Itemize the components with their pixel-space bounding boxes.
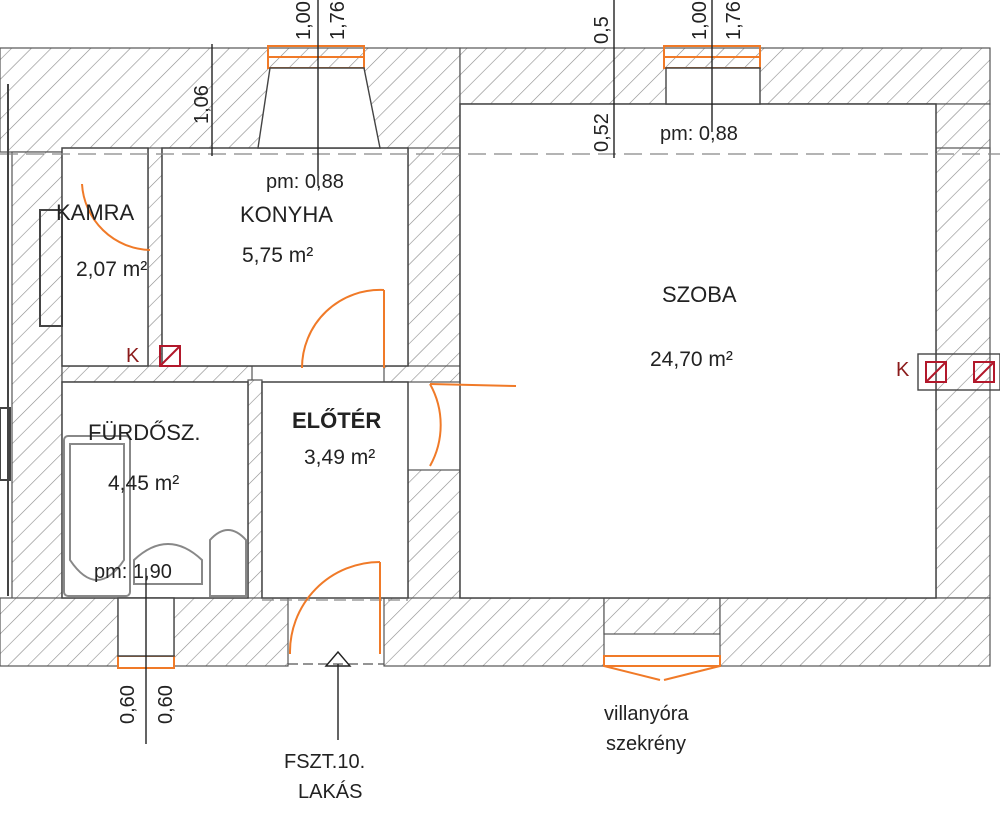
wall-top-left: [0, 47, 461, 153]
dim-furdo-window-w: 0,60: [117, 685, 139, 724]
room-interiors: [61, 103, 937, 599]
fixtures: [0, 84, 247, 597]
wall-kamra-konyha: [147, 147, 163, 369]
chimney-left-box: [159, 345, 181, 367]
chimney-right-frame: [917, 353, 1000, 391]
chimney-right-box-2: [973, 361, 995, 383]
furdo-sill-label: pm: 1,90: [94, 561, 172, 583]
wall-bottom-left: [0, 597, 119, 667]
wall-konyha-bottom-right: [383, 365, 461, 383]
room-konyha-area: 5,75 m²: [242, 244, 313, 267]
chimney-right-diag-2: [973, 361, 995, 383]
room-konyha-name: KONYHA: [240, 202, 333, 227]
room-furdo-name: FÜRDŐSZ.: [88, 420, 200, 445]
entrance-arrow-head: [324, 650, 352, 667]
dim-szoba-top-1: 0,5: [591, 16, 613, 44]
room-szoba-area: 24,70 m²: [650, 348, 733, 371]
room-konyha: [161, 147, 409, 367]
meter-label-line2: szekrény: [606, 733, 686, 755]
meter-box-leaf-left: [603, 665, 661, 681]
wall-bottom-mid1: [173, 597, 289, 667]
konyha-sill-label: pm: 0,88: [266, 171, 344, 193]
bathtub: [63, 435, 131, 597]
wall-kamra-bottom: [61, 365, 253, 383]
room-furdo-area: 4,45 m²: [108, 472, 179, 495]
dim-wall-depth: 1,06: [191, 85, 213, 124]
meter-box-leaf-right: [663, 665, 721, 681]
room-eloter: [261, 381, 409, 599]
szoba-reveal: [665, 67, 761, 105]
konyha-reveal: [257, 67, 381, 149]
washbasin: [133, 543, 203, 585]
chimney-right-diag: [925, 361, 947, 383]
room-eloter-name: ELŐTÉR: [292, 408, 381, 433]
chimney-right-label: K: [896, 359, 910, 381]
wall-bottom-right: [719, 597, 991, 667]
chimney-right-box: [925, 361, 947, 383]
kamra-door-arc: [81, 183, 151, 251]
dimension-lines: [145, 0, 713, 744]
szoba-door-leaf: [429, 383, 517, 387]
dim-szoba-top-2: 0,52: [591, 113, 613, 152]
szoba-door-arc: [429, 383, 442, 467]
chimney-left-label: K: [126, 345, 140, 367]
chimney-left-diag: [159, 345, 181, 367]
dim-konyha-window-h: 1,76: [327, 1, 349, 40]
left-fixture: [0, 407, 11, 481]
room-szoba: [459, 103, 937, 599]
wall-bottom-meter: [603, 597, 721, 635]
entrance-door-arc: [288, 561, 381, 655]
chimneys: [159, 345, 995, 383]
doors: [81, 183, 517, 655]
kamra-shelf: [39, 209, 63, 327]
room-eloter-area: 3,49 m²: [304, 446, 375, 469]
dim-furdo-window-h: 0,60: [155, 685, 177, 724]
meter-label-line1: villanyóra: [604, 703, 689, 725]
entrance-label-line2: LAKÁS: [298, 780, 362, 803]
room-kamra: [61, 147, 149, 367]
wall-bath-right: [247, 379, 263, 601]
bathtub-inner: [69, 443, 125, 581]
wall-konyha-right: [407, 147, 461, 369]
room-kamra-name: KAMRA: [56, 200, 135, 225]
entrance-label-line1: FSZT.10.: [284, 751, 365, 773]
wall-left: [11, 151, 63, 601]
toilet: [209, 529, 247, 597]
szoba-sill-label: pm: 0,88: [660, 123, 738, 145]
dim-konyha-window-w: 1,00: [293, 1, 315, 40]
wall-bottom-mid2: [383, 597, 605, 667]
dim-szoba-window-w: 1,00: [689, 1, 711, 40]
dim-szoba-window-h: 1,76: [723, 1, 745, 40]
room-furdo: [61, 381, 249, 599]
room-szoba-name: SZOBA: [662, 282, 737, 307]
konyha-door-arc: [300, 288, 385, 369]
room-kamra-area: 2,07 m²: [76, 258, 147, 281]
wall-eloter-right: [407, 469, 461, 601]
meter-box: [603, 655, 721, 667]
